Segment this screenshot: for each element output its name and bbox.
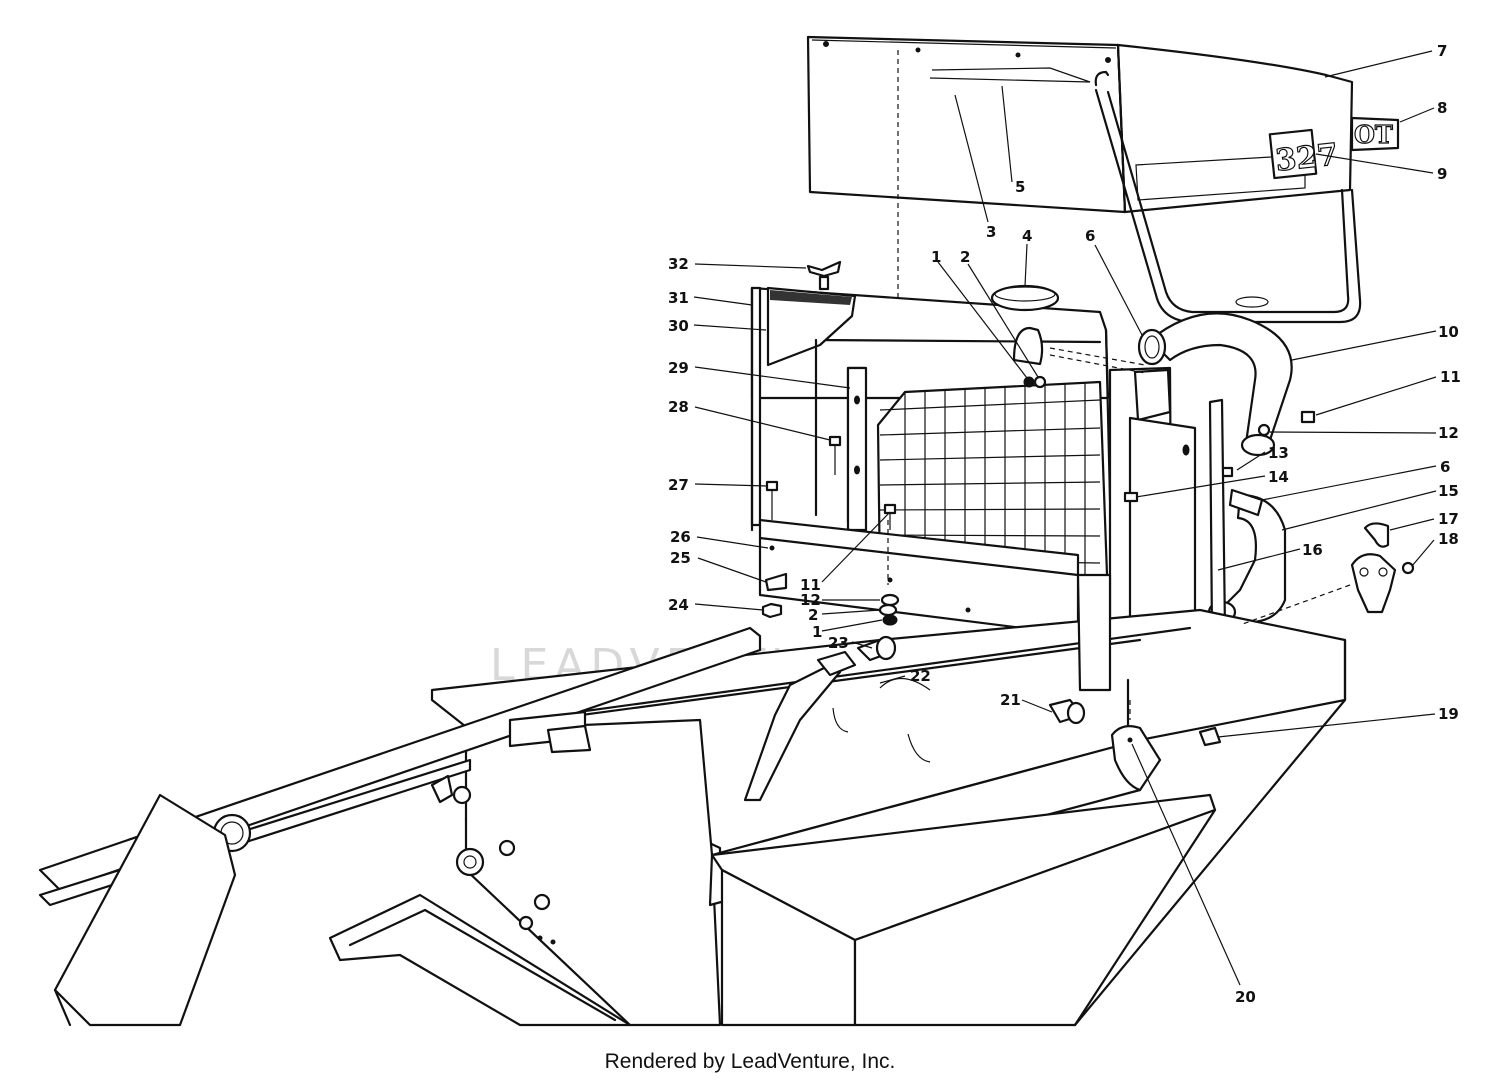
callout-11: 11: [1440, 368, 1461, 386]
leader-lines: [693, 50, 1437, 986]
brand-decal-fragment: OT: [1354, 120, 1393, 149]
callout-6: 6: [1085, 227, 1095, 245]
callout-31: 31: [668, 289, 689, 307]
callout-2b: 2: [808, 606, 818, 624]
callout-22: 22: [910, 667, 931, 685]
callout-7: 7: [1437, 42, 1447, 60]
upper-hose: [1137, 312, 1316, 457]
callout-13: 13: [1268, 444, 1289, 462]
hood-latch: [1350, 522, 1415, 614]
footer-credit: Rendered by LeadVenture, Inc.: [604, 1050, 896, 1073]
callout-29: 29: [668, 359, 689, 377]
radiator-shroud: [750, 260, 1174, 692]
model-decal: 327: [1274, 137, 1340, 178]
callout-19: 19: [1438, 705, 1459, 723]
callout-9: 9: [1437, 165, 1447, 183]
callout-5: 5: [1015, 178, 1025, 196]
hood: 327 OT: [806, 35, 1400, 324]
callout-4: 4: [1022, 227, 1032, 245]
callouts: 7 8 9 5 3 4 6 1 2 32 31 30 29 28 27 26 2…: [668, 42, 1461, 1006]
callout-28: 28: [668, 398, 689, 416]
callout-23: 23: [828, 634, 849, 652]
callout-8: 8: [1437, 99, 1447, 117]
callout-3: 3: [986, 223, 996, 241]
callout-12b: 12: [800, 591, 821, 609]
callout-17: 17: [1438, 510, 1459, 528]
callout-6b: 6: [1440, 458, 1450, 476]
callout-25: 25: [670, 549, 691, 567]
callout-21: 21: [1000, 691, 1021, 709]
callout-1b: 1: [812, 623, 822, 641]
callout-1: 1: [931, 248, 941, 266]
callout-32: 32: [668, 255, 689, 273]
callout-24: 24: [668, 596, 689, 614]
callout-16: 16: [1302, 541, 1323, 559]
callout-15: 15: [1438, 482, 1459, 500]
callout-10: 10: [1438, 323, 1459, 341]
callout-14: 14: [1268, 468, 1289, 486]
callout-20: 20: [1235, 988, 1256, 1006]
callout-11b: 11: [800, 576, 821, 594]
callout-12: 12: [1438, 424, 1459, 442]
chassis: [38, 573, 1347, 1027]
callout-27: 27: [668, 476, 689, 494]
callout-26: 26: [670, 528, 691, 546]
callout-2: 2: [960, 248, 970, 266]
callout-18: 18: [1438, 530, 1459, 548]
callout-30: 30: [668, 317, 689, 335]
